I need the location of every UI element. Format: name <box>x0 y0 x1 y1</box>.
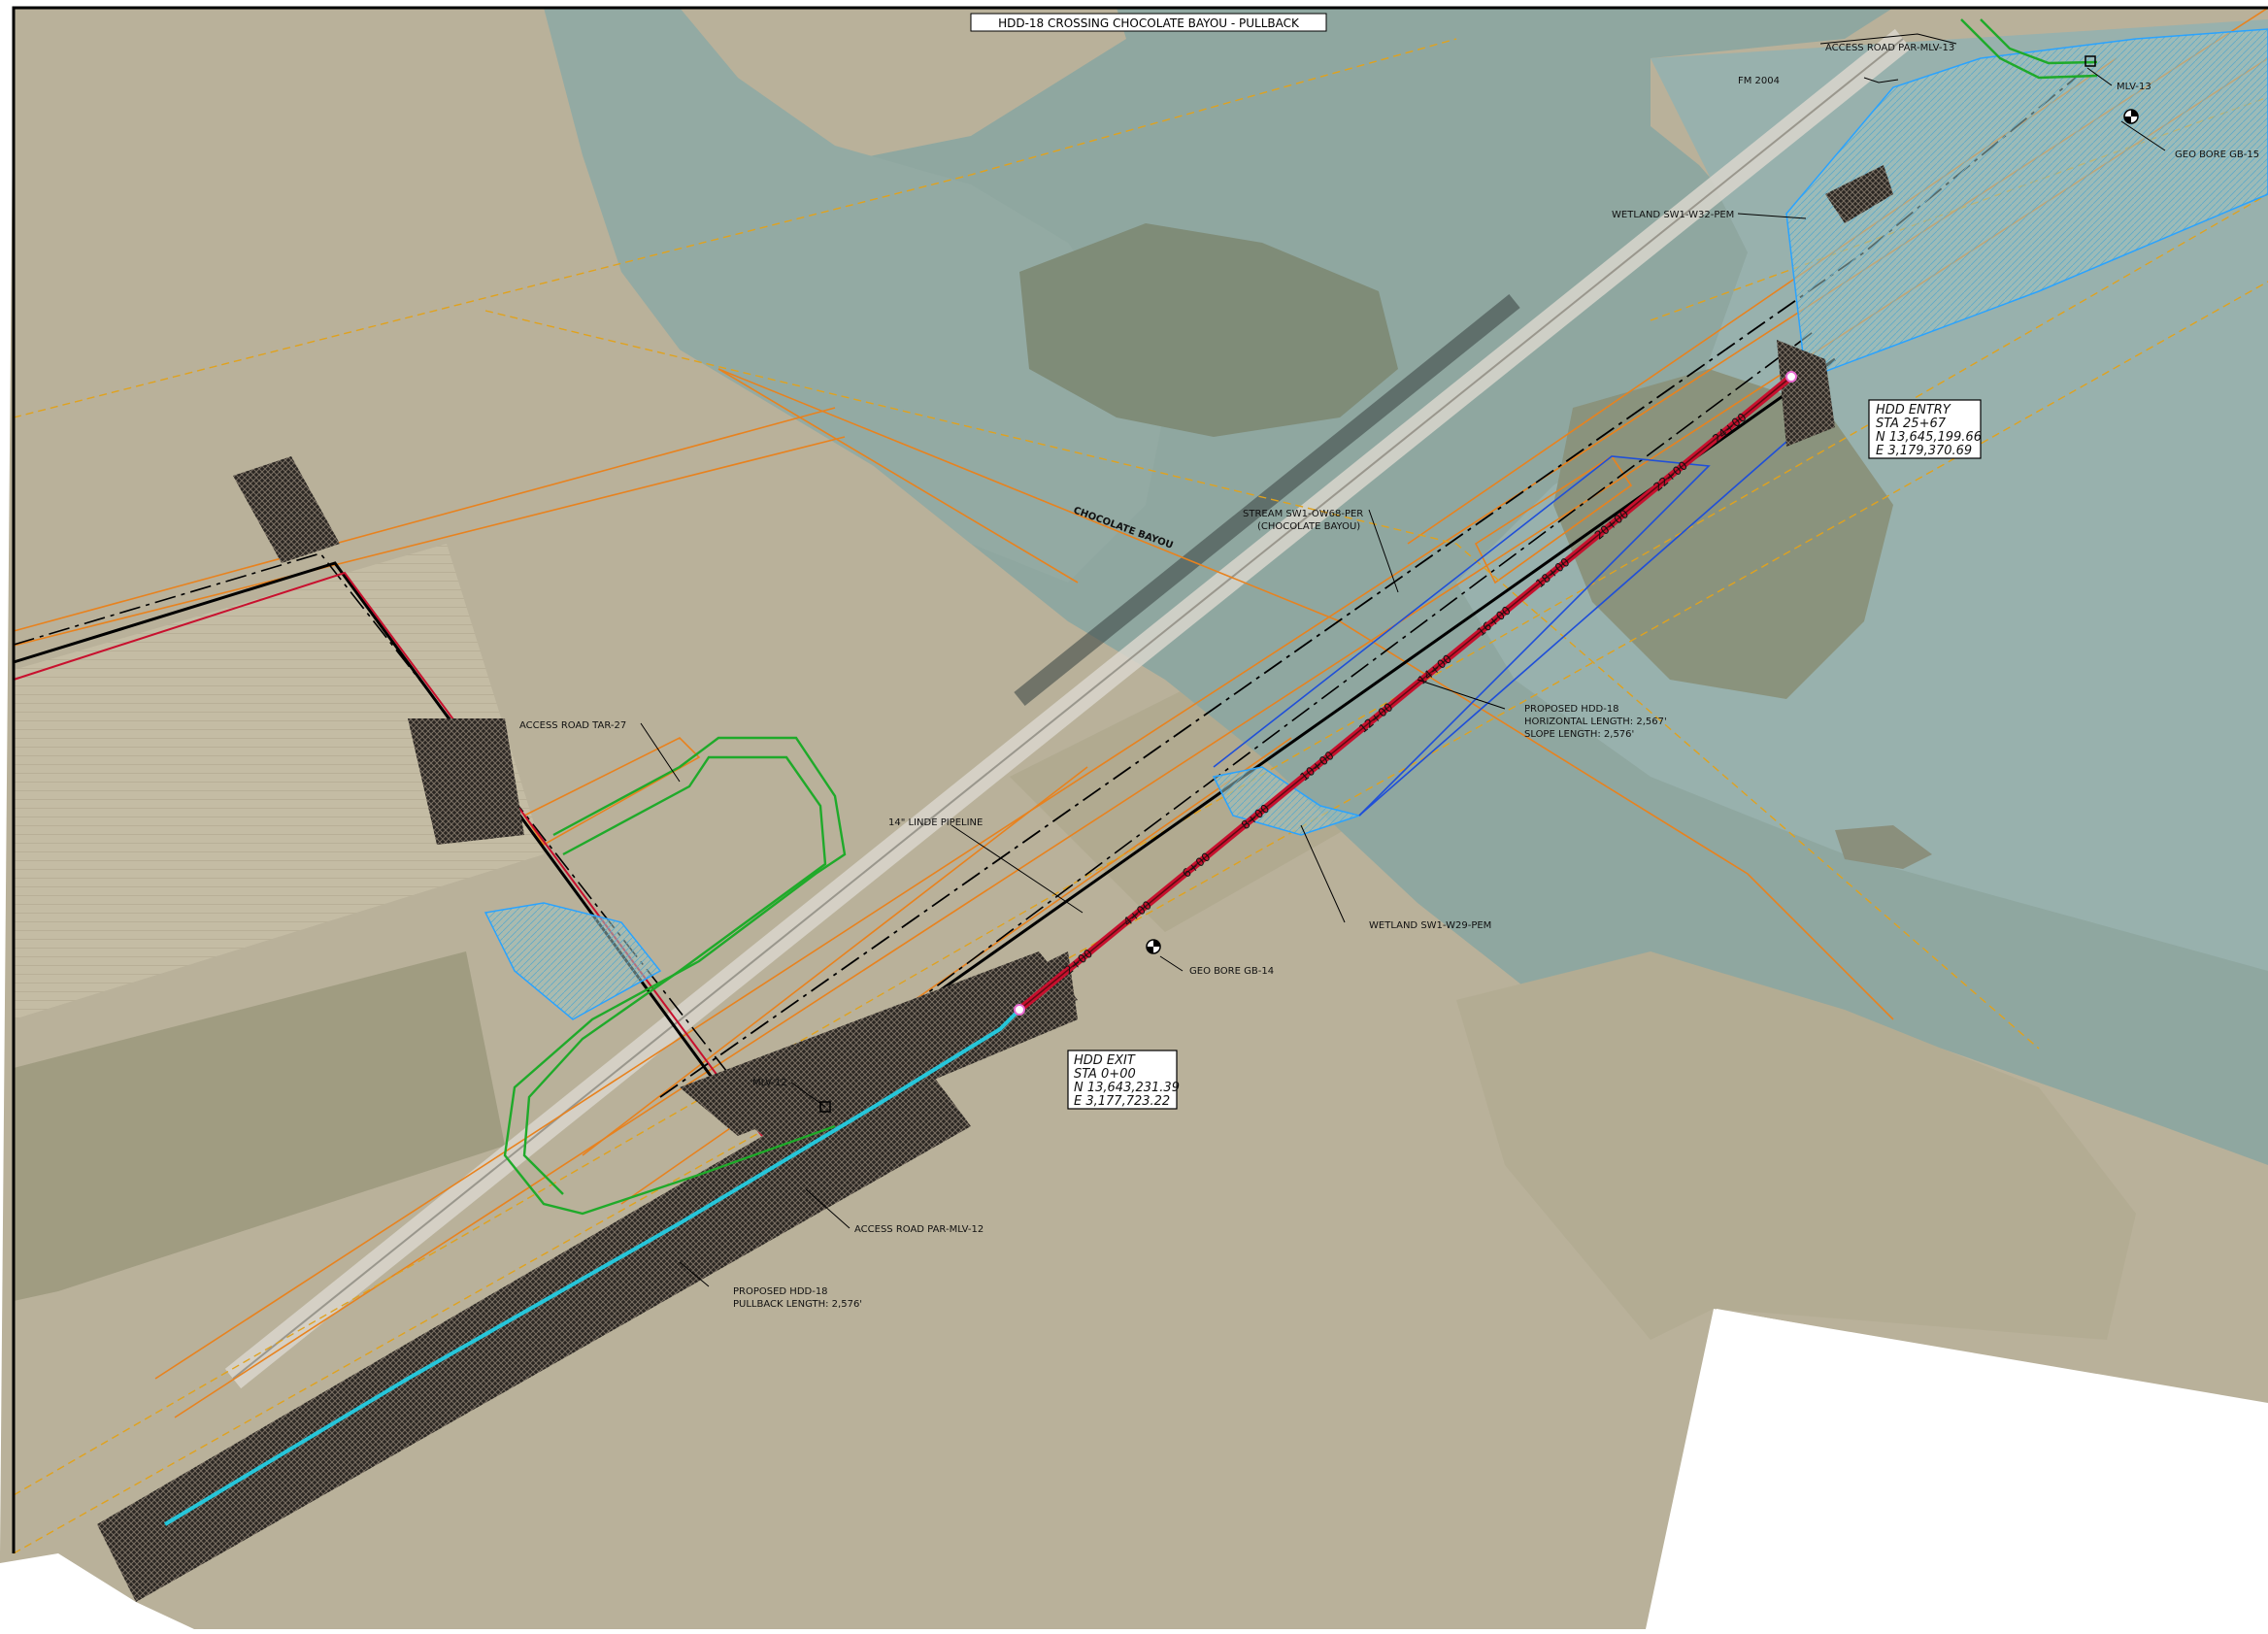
hdd-exit-callout[interactable]: HDD EXIT STA 0+00 N 13,643,231.39 E 3,17… <box>1067 1050 1180 1110</box>
label-pullback-line2: PULLBACK LENGTH: 2,576' <box>733 1299 862 1310</box>
label-proposed-hdd-line1: PROPOSED HDD-18 <box>1524 704 1619 715</box>
mlv-12-marker[interactable] <box>819 1101 831 1113</box>
island <box>1019 223 1398 437</box>
hdd-entry-marker[interactable] <box>1785 371 1797 383</box>
label-mlv-12: MLV-12 <box>752 1078 787 1088</box>
geo-bore-gb-15-icon[interactable] <box>2123 109 2139 124</box>
blank-area-left <box>0 1553 194 1629</box>
wetland-tar-27 <box>484 902 662 1020</box>
leader-lines <box>640 33 2166 1287</box>
bayou-upper-channel <box>544 8 1165 583</box>
label-stream-line1: STREAM SW1-OW68-PER <box>1243 509 1363 519</box>
hdd-exit-marker[interactable] <box>1014 1004 1025 1016</box>
hdd-entry-northing: N 13,645,199.66 <box>1876 430 1982 445</box>
island-3 <box>1835 825 1932 869</box>
title-banner: HDD-18 CROSSING CHOCOLATE BAYOU - PULLBA… <box>970 13 1327 32</box>
wetland-w32 <box>1785 28 2268 381</box>
hdd-exit-easting: E 3,177,723.22 <box>1074 1094 1170 1109</box>
label-linde-pipeline: 14" LINDE PIPELINE <box>888 817 983 828</box>
sheet-frame <box>12 6 2268 1553</box>
workspace-hatched <box>97 165 1893 1602</box>
label-proposed-hdd-line3: SLOPE LENGTH: 2,576' <box>1524 729 1634 740</box>
hdd-exit-sta: STA 0+00 <box>1074 1067 1136 1082</box>
label-pullback-line1: PROPOSED HDD-18 <box>733 1286 828 1297</box>
hdd-entry-title: HDD ENTRY <box>1876 403 1951 417</box>
island-2 <box>1553 369 1893 699</box>
label-mlv-13: MLV-13 <box>2117 82 2151 92</box>
label-geo-bore-gb-14: GEO BORE GB-14 <box>1189 966 1274 977</box>
label-access-road-par-mlv-13: ACCESS ROAD PAR-MLV-13 <box>1825 43 1954 53</box>
geo-bore-gb-14-icon[interactable] <box>1146 939 1161 954</box>
wooded-tract <box>14 951 505 1301</box>
hdd-entry-easting: E 3,179,370.69 <box>1876 444 1972 458</box>
label-access-road-tar-27: ACCESS ROAD TAR-27 <box>519 720 626 731</box>
blank-area <box>1651 1309 2268 1629</box>
hdd-exit-title: HDD EXIT <box>1074 1053 1136 1068</box>
label-wetland-w29: WETLAND SW1-W29-PEM <box>1369 920 1491 931</box>
mlv-13-marker[interactable] <box>2085 55 2096 67</box>
label-fm-2004: FM 2004 <box>1738 76 1780 86</box>
label-stream-line2: (CHOCOLATE BAYOU) <box>1257 521 1360 532</box>
hdd-entry-callout[interactable]: HDD ENTRY STA 25+67 N 13,645,199.66 E 3,… <box>1868 399 1982 459</box>
label-access-road-par-mlv-12: ACCESS ROAD PAR-MLV-12 <box>854 1224 984 1235</box>
page-title: HDD-18 CROSSING CHOCOLATE BAYOU - PULLBA… <box>998 17 1300 30</box>
hdd-exit-northing: N 13,643,231.39 <box>1074 1081 1180 1095</box>
label-wetland-w32: WETLAND SW1-W32-PEM <box>1612 210 1734 220</box>
label-geo-bore-gb-15: GEO BORE GB-15 <box>2175 150 2259 160</box>
stream-boundary <box>1213 455 1711 817</box>
south-shore <box>1456 951 2136 1340</box>
highway-bridge <box>1014 293 1520 707</box>
label-proposed-hdd-line2: HORIZONTAL LENGTH: 2,567' <box>1524 717 1667 727</box>
hdd-entry-sta: STA 25+67 <box>1876 417 1947 431</box>
pullback-line[interactable] <box>163 1008 1021 1526</box>
access-roads <box>503 18 2098 1216</box>
